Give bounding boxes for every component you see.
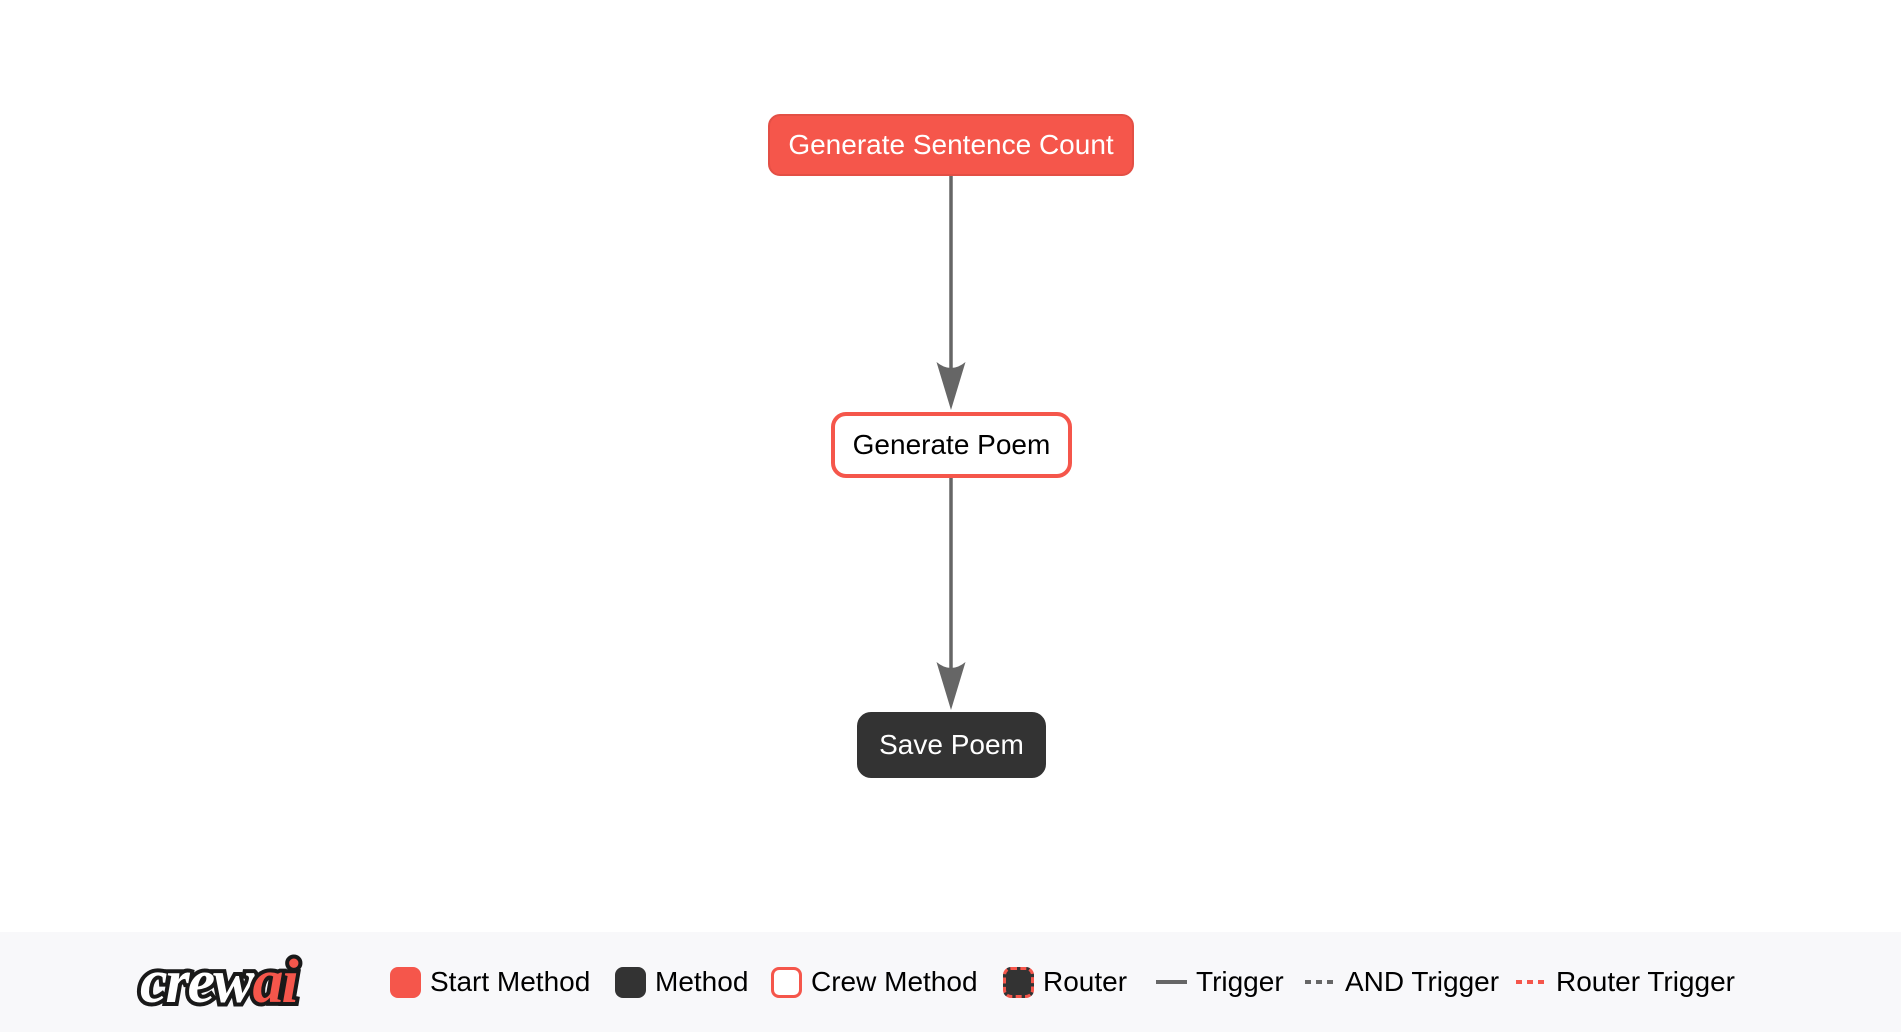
node-label: Generate Poem (852, 429, 1051, 460)
node-generate-poem[interactable]: Generate Poem (831, 412, 1072, 478)
crewai-logo-ai: ai (249, 944, 303, 1020)
legend-label: Trigger (1196, 966, 1284, 997)
arrowhead-down-icon (936, 362, 966, 410)
legend-item-router-trigger: Router Trigger (1516, 932, 1735, 1032)
node-generate-sentence-count[interactable]: Generate Sentence Count (768, 114, 1134, 176)
router-trigger-line-icon (1516, 980, 1547, 984)
legend-item-start-method: Start Method (390, 932, 590, 1032)
router-swatch-icon (1003, 966, 1034, 998)
legend-label: Crew Method (811, 966, 978, 997)
legend-label: AND Trigger (1345, 966, 1500, 997)
legend-label: Method (655, 966, 749, 997)
crewai-logo-crew: crew (136, 944, 258, 1020)
legend-label: Router (1043, 966, 1128, 997)
legend-item-and-trigger: AND Trigger (1305, 932, 1499, 1032)
legend-item-method: Method (615, 932, 748, 1032)
trigger-line-icon (1156, 980, 1187, 984)
edge-trigger-1 (936, 176, 966, 410)
legend-item-trigger: Trigger (1156, 932, 1284, 1032)
legend-item-crew-method: Crew Method (771, 932, 978, 1032)
crew-method-swatch-icon (771, 966, 802, 998)
node-save-poem[interactable]: Save Poem (857, 712, 1046, 778)
legend-item-router: Router (1003, 932, 1127, 1032)
legend-label: Start Method (430, 966, 591, 997)
arrowhead-down-icon (936, 662, 966, 710)
legend-label: Router Trigger (1556, 966, 1735, 997)
start-method-swatch-icon (390, 966, 421, 998)
edge-trigger-2 (936, 478, 966, 710)
and-trigger-line-icon (1305, 980, 1336, 984)
method-swatch-icon (615, 966, 646, 998)
node-label: Save Poem (879, 729, 1024, 760)
node-label: Generate Sentence Count (788, 129, 1114, 160)
